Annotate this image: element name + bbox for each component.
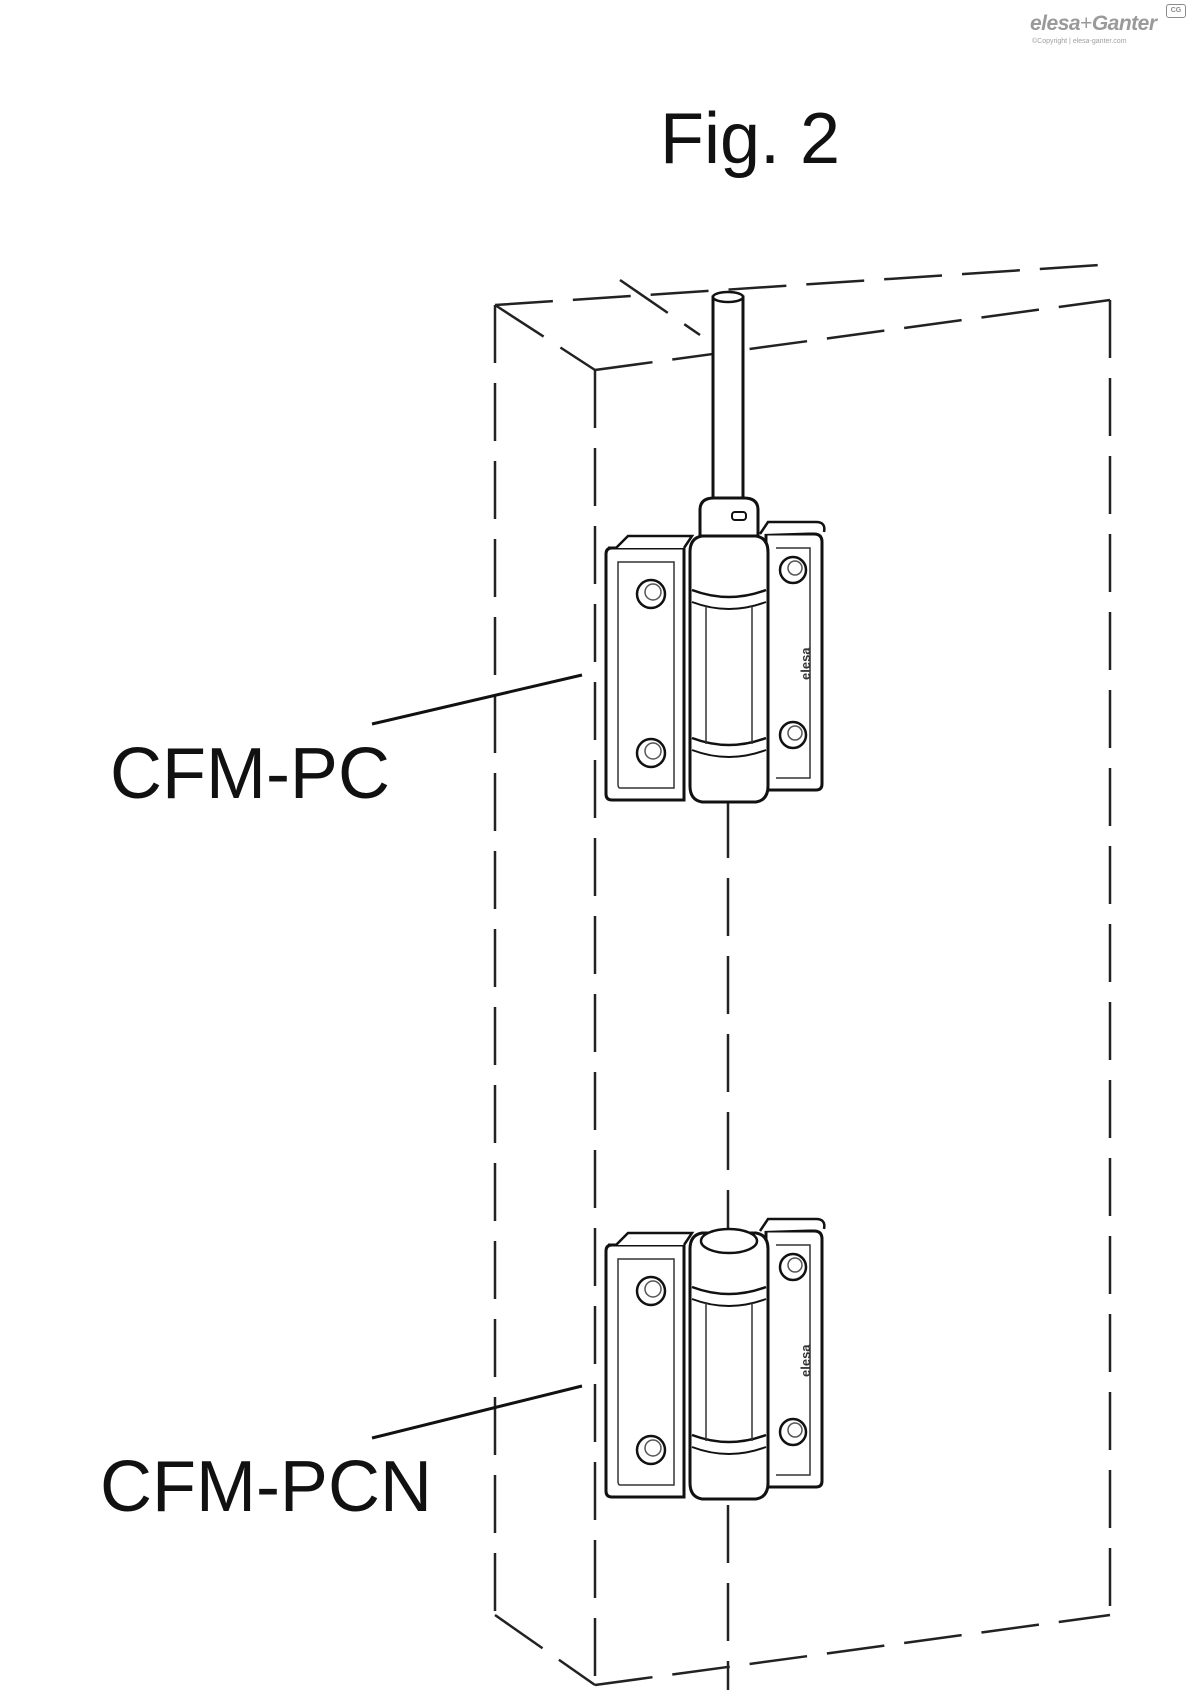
label-cfm-pcn: CFM-PCN: [100, 1447, 432, 1527]
leader-line-cfm-pcn: [371, 1384, 583, 1440]
logo-wordmark: elesa+Ganter: [1030, 12, 1157, 36]
hinge-engraving-lower: elesa: [798, 1344, 813, 1377]
figure-title: Fig. 2: [660, 99, 841, 179]
hinge-cfm-pcn: elesa: [604, 1217, 826, 1501]
hinge-engraving-upper: elesa: [798, 647, 813, 680]
logo-partner: Ganter: [1091, 12, 1157, 35]
frame-outline: [493, 263, 1112, 1690]
label-cfm-pc: CFM-PC: [110, 734, 390, 814]
logo-copyright: ©Copyright | elesa-ganter.com: [1032, 38, 1127, 45]
logo-badge-icon: CG: [1166, 4, 1186, 18]
elesa-ganter-logo: elesa+Ganter CG ©Copyright | elesa-gante…: [1030, 4, 1190, 50]
leader-line-cfm-pc: [371, 673, 583, 726]
hinge-cfm-pc: elesa: [604, 290, 826, 804]
logo-plus: +: [1080, 12, 1092, 35]
logo-brand: elesa: [1030, 12, 1081, 35]
